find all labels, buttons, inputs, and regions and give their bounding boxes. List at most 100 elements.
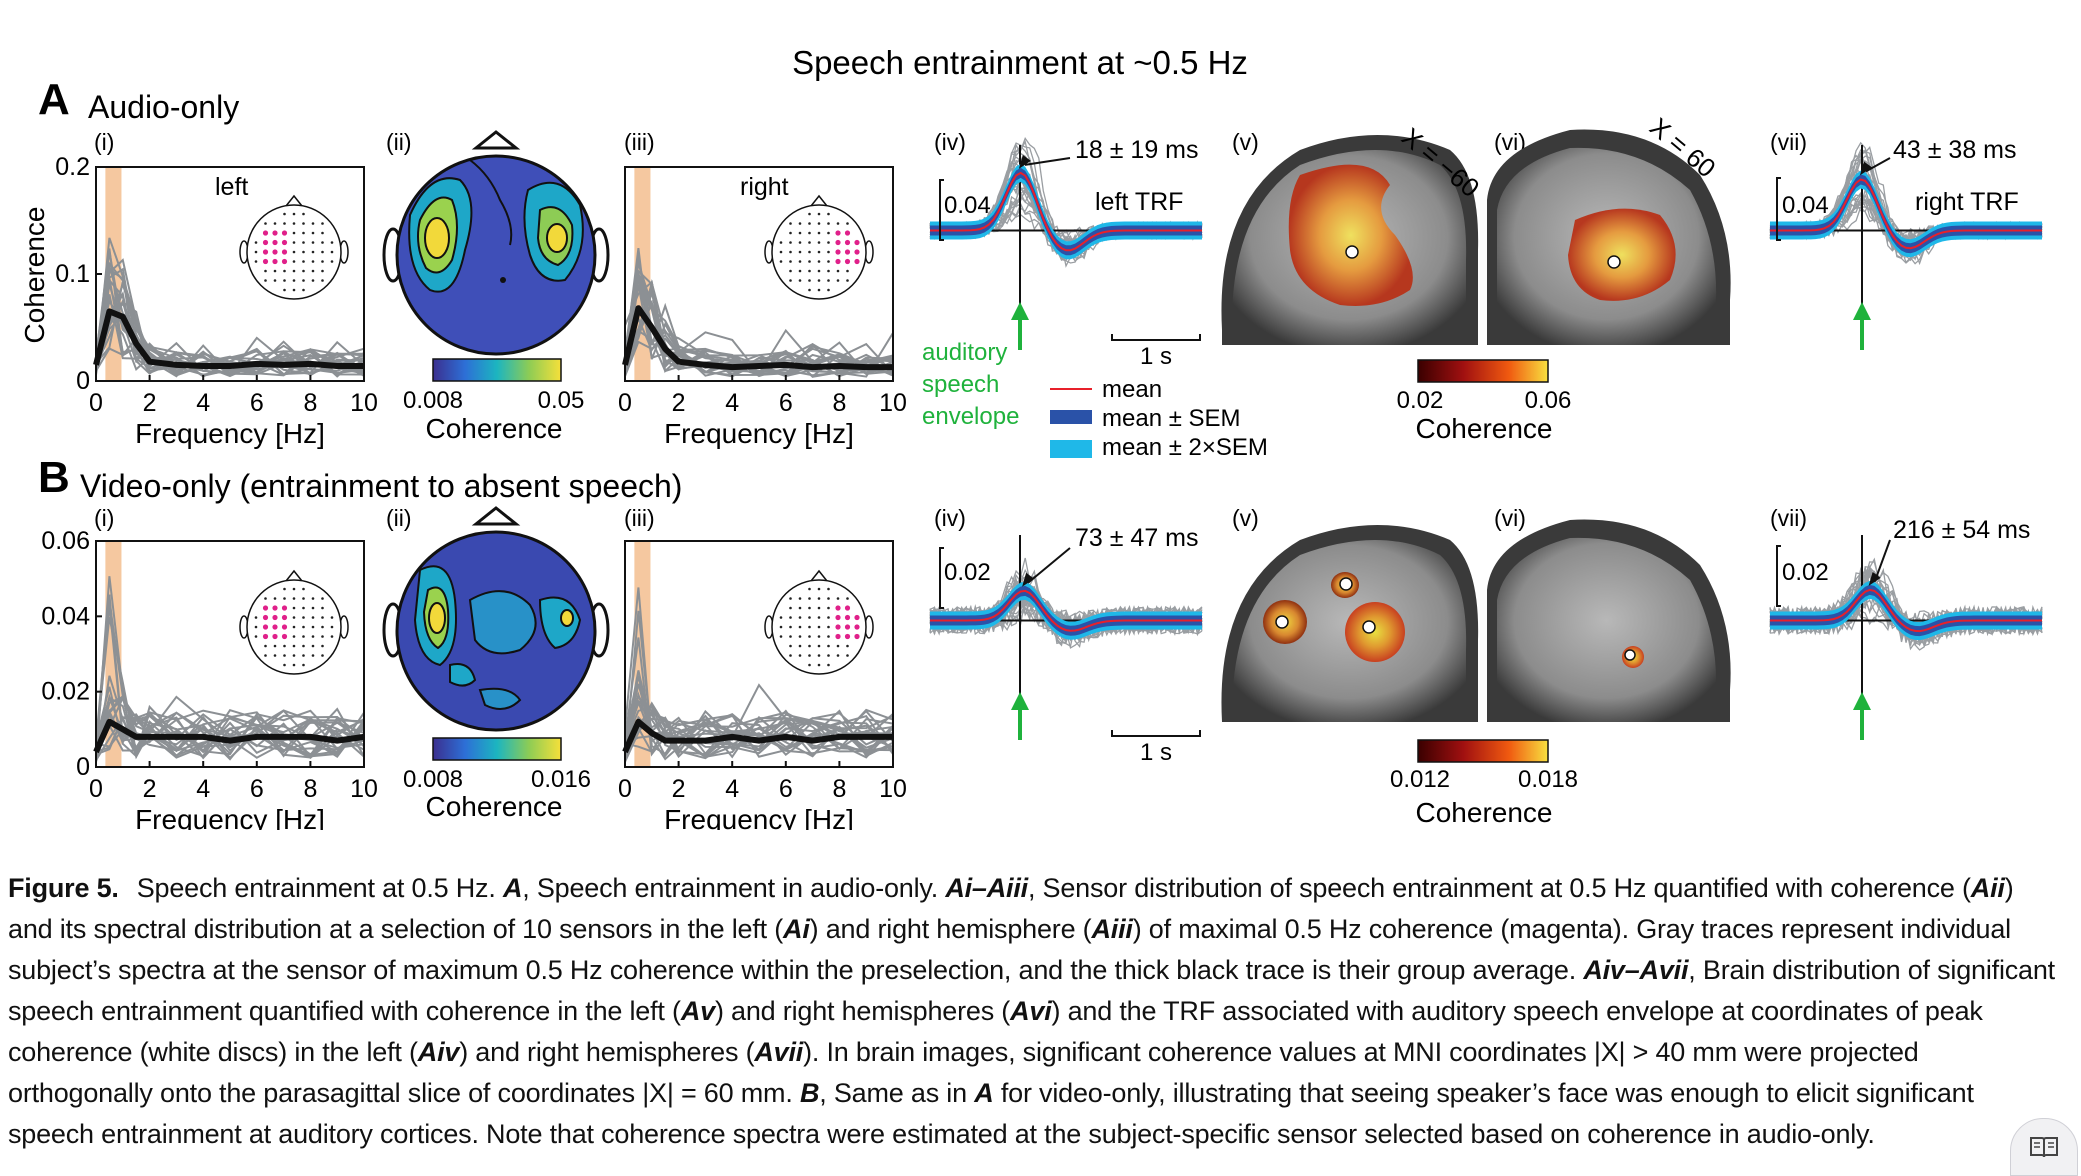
reader-mode-button[interactable]: [2010, 1118, 2078, 1176]
sensor-dot: [302, 288, 305, 292]
trf-plot-bvii: [1769, 535, 2043, 740]
brain-cbar-b-label: Coherence: [1416, 797, 1553, 828]
x-tick-label: 4: [725, 389, 739, 417]
sensor-dot: [254, 616, 258, 619]
sensor-dot: [302, 241, 305, 244]
sensor-dot: [302, 587, 305, 591]
sublabel-biv: (iv): [934, 505, 966, 531]
sensor-dot: [827, 644, 830, 648]
time-scale-b: 1 s: [1140, 739, 1172, 766]
sensor-dot: [292, 587, 296, 591]
sublabel-av: (v): [1232, 129, 1259, 155]
selected-sensor: [835, 230, 841, 236]
subject-trace: [624, 269, 894, 378]
sensor-dot: [827, 269, 830, 273]
selected-sensor: [844, 614, 851, 621]
sensor-dot: [798, 606, 802, 610]
trf-sem-band: [1770, 174, 2042, 254]
sensor-dot: [846, 654, 849, 657]
sensor-dot: [817, 616, 821, 619]
sensor-dot: [827, 250, 830, 254]
sensor-dot: [789, 269, 792, 273]
selected-sensor: [281, 230, 288, 236]
sensor-dot: [798, 269, 802, 273]
x-tick-label: 0: [618, 389, 632, 417]
sensor-dot: [817, 231, 821, 235]
selected-sensor: [835, 614, 841, 621]
panel-b-letter: B: [38, 453, 70, 502]
sensor-dot: [779, 260, 783, 263]
selected-sensor: [835, 258, 841, 265]
sensor-dot: [817, 654, 821, 657]
sensor-dot: [311, 635, 315, 638]
selected-sensor: [844, 605, 851, 611]
selected-sensor: [281, 605, 288, 611]
latency-arrow: [1027, 547, 1071, 584]
sensor-dot: [808, 212, 811, 216]
sensor-dot: [827, 635, 830, 638]
caption-segment: ) and right hemispheres (: [714, 996, 1011, 1026]
topo-cbar-a-min: 0.008: [403, 387, 463, 414]
sensor-dot: [302, 654, 305, 657]
hemi-right-label: right: [740, 173, 789, 201]
sensor-dot: [302, 616, 305, 619]
sensor-dot: [789, 635, 792, 638]
sensor-dot: [798, 654, 802, 657]
caption-segment: ). In brain images, significant coherenc…: [8, 1037, 1919, 1108]
trf-plot-biv: [929, 535, 1203, 740]
figure-caption: Figure 5.Speech entrainment at 0.5 Hz. A…: [8, 868, 2058, 1155]
sensor-dot: [311, 241, 315, 244]
sensor-dot: [789, 260, 792, 263]
x-tick-label: 6: [250, 389, 264, 417]
selected-sensor: [844, 258, 851, 265]
sensor-dot: [817, 288, 821, 292]
caption-bold-ref: B: [799, 1078, 820, 1108]
sensor-dot: [779, 635, 783, 638]
sensor-dot: [817, 269, 821, 273]
sensor-dot: [789, 250, 792, 254]
sensor-dot: [311, 606, 315, 610]
sensor-dot: [798, 625, 802, 629]
brain-colorbar-b: 0.012 0.018 Coherence: [1390, 739, 1578, 828]
sensor-dot: [789, 606, 792, 610]
sensor-dot: [321, 231, 324, 235]
selected-sensor: [262, 633, 269, 640]
selected-sensor: [272, 633, 278, 640]
b-latency-right: 216 ± 54 ms: [1893, 516, 2030, 544]
caption-segment: , Sensor distribution of speech entrainm…: [1027, 873, 1971, 903]
caption-label: Figure 5.: [8, 873, 119, 903]
sensor-dot: [292, 260, 296, 263]
sensor-dot: [846, 269, 849, 273]
sensor-dot: [283, 597, 286, 600]
envelope-arrowhead: [1011, 302, 1029, 320]
sensor-dot: [302, 279, 305, 282]
trf-sem-band: [930, 167, 1202, 256]
sensor-dot: [292, 288, 296, 292]
caption-segment: for video-only, illustrating that seeing…: [8, 1078, 1974, 1149]
a-trf-scale-right: 0.04: [1782, 192, 1829, 219]
sensor-dot: [273, 597, 277, 600]
sensor-dot: [330, 616, 334, 619]
trf-legend: mean mean ± SEM mean ± 2×SEM: [1050, 376, 1268, 461]
x-tick-label: 8: [832, 389, 846, 417]
trf-plot-avii: [1769, 141, 2043, 350]
x-axis-label: Frequency [Hz]: [135, 804, 325, 830]
a-trf-scale-left: 0.04: [944, 192, 991, 219]
sensor-dot: [846, 222, 849, 225]
caption-segment: ) and the TRF associated with auditory s…: [8, 996, 1983, 1067]
caption-bold-ref: Av: [680, 996, 715, 1026]
sensor-dot: [302, 231, 305, 235]
sensor-dot: [836, 644, 840, 648]
latency-arrowhead: [1868, 571, 1881, 586]
selected-sensor: [854, 249, 860, 255]
selected-sensor: [844, 624, 851, 630]
sensor-dot: [254, 260, 258, 263]
x-tick-label: 0: [89, 389, 103, 417]
sensor-dot: [817, 644, 821, 648]
latency-arrowhead: [1022, 572, 1035, 587]
a-trf-scalebar-right: 0.04: [1776, 177, 1829, 241]
sensor-dot: [798, 250, 802, 254]
sensor-dot: [808, 222, 811, 225]
